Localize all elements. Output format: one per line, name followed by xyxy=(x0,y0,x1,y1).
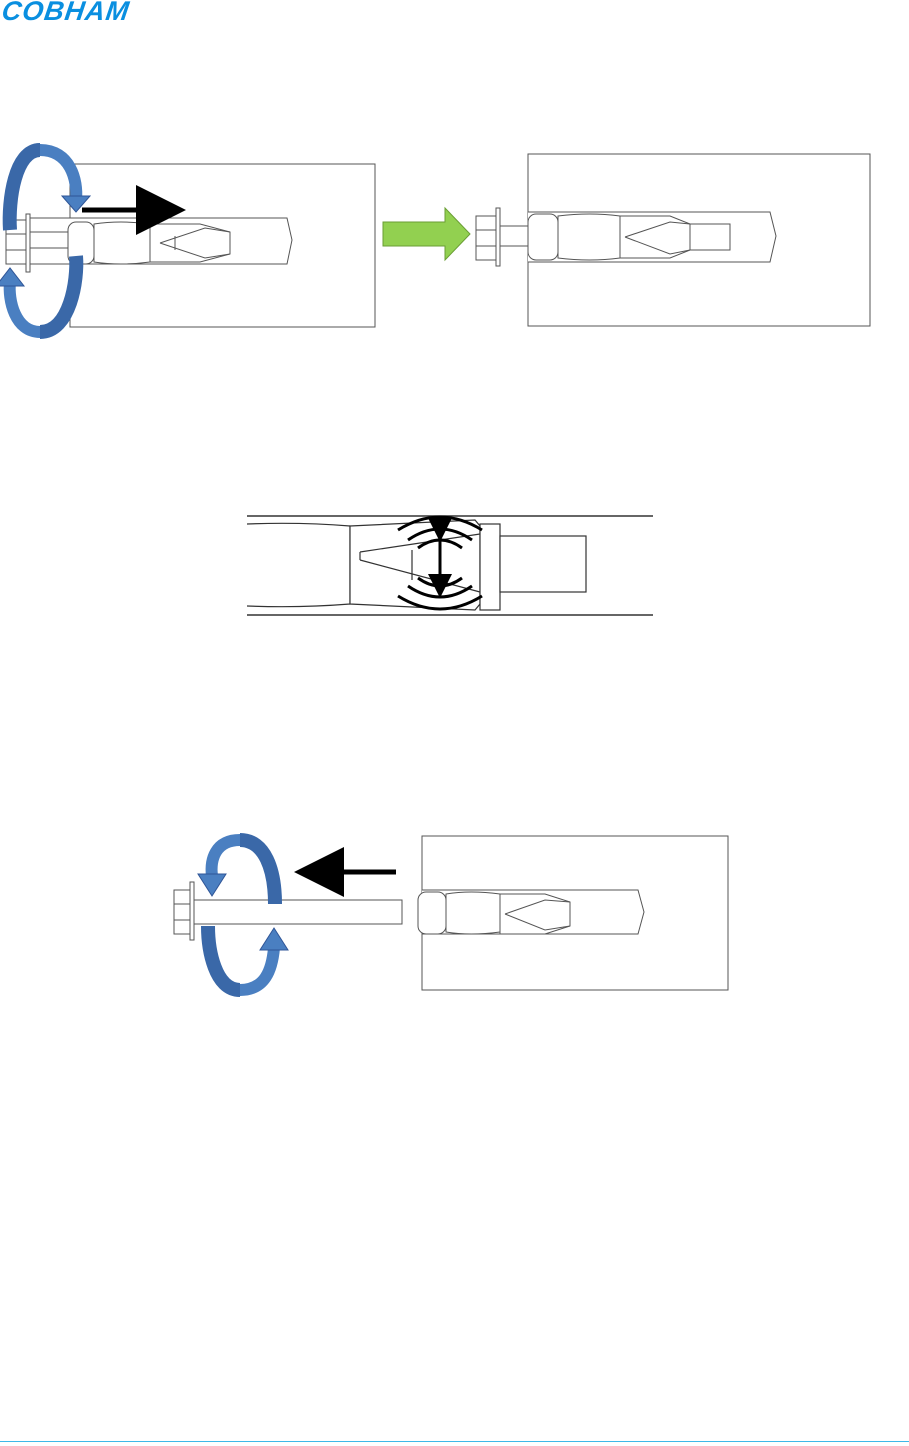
figure-expansion-detail xyxy=(0,500,909,630)
cobham-logo: COBHAM xyxy=(0,0,131,22)
anchor-remaining xyxy=(418,892,570,934)
next-step-arrow-icon xyxy=(383,208,470,260)
figure-tighten-bolt xyxy=(0,140,909,340)
figure-remove-bolt xyxy=(0,830,909,1000)
bolt-head-right xyxy=(476,208,500,266)
footer-divider xyxy=(0,1441,909,1442)
